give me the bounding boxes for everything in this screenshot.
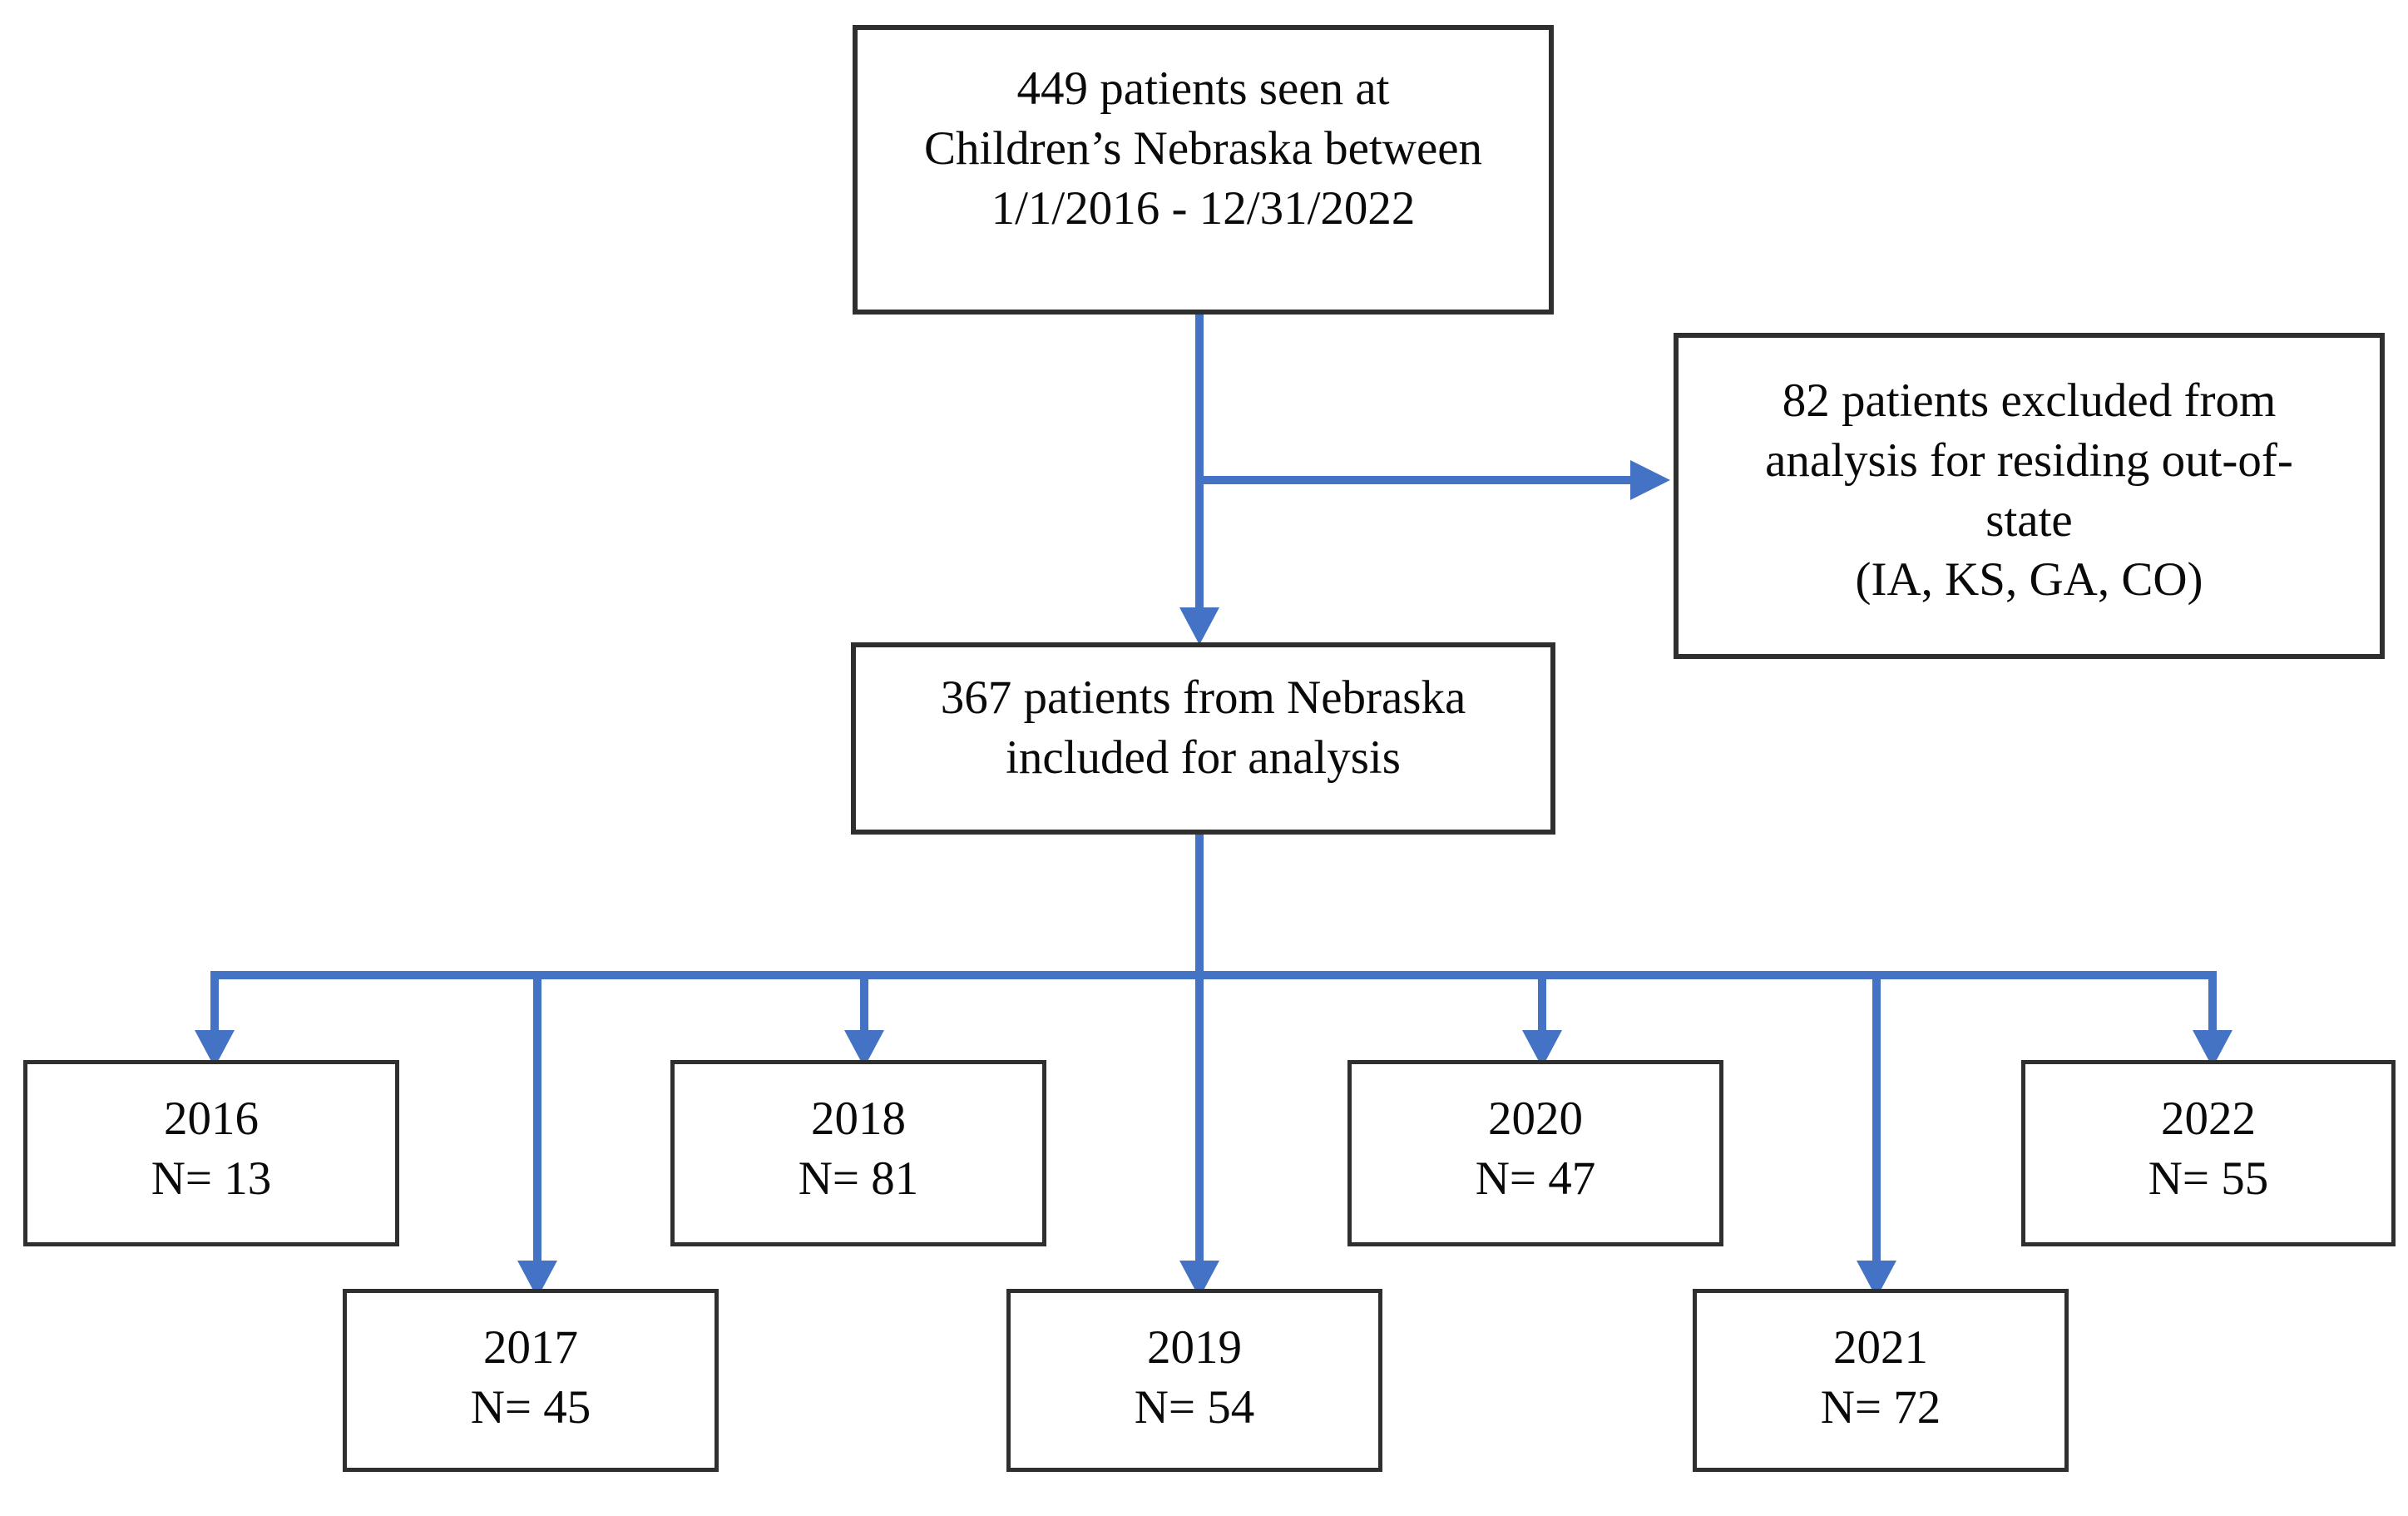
box-text-line: state bbox=[1985, 493, 2073, 547]
year-label: 2018 bbox=[811, 1092, 906, 1145]
box-included-patients: 367 patients from Nebraska included for … bbox=[851, 642, 1555, 835]
year-label: 2021 bbox=[1833, 1321, 1928, 1374]
box-year-2019: 2019 N= 54 bbox=[1006, 1289, 1382, 1472]
box-year-2018: 2018 N= 81 bbox=[670, 1060, 1046, 1246]
connector-total-to-included-shaft bbox=[1195, 315, 1204, 607]
box-text-line: Children’s Nebraska between bbox=[923, 121, 1483, 175]
connector-distributor-line bbox=[210, 971, 2217, 979]
arrowhead-down-icon bbox=[1179, 607, 1219, 645]
year-count: N= 72 bbox=[1820, 1380, 1941, 1434]
box-total-patients: 449 patients seen at Children’s Nebraska… bbox=[853, 25, 1554, 315]
box-text-line: included for analysis bbox=[1006, 731, 1401, 784]
connector-included-to-2019-shaft bbox=[1195, 835, 1204, 1261]
year-label: 2016 bbox=[164, 1092, 259, 1145]
box-text-line: 82 patients excluded from bbox=[1782, 374, 2277, 427]
connector-to-2018-shaft bbox=[860, 971, 868, 1030]
connector-to-2021-shaft bbox=[1872, 971, 1881, 1261]
connector-branch-to-excluded-shaft bbox=[1195, 476, 1630, 484]
year-count: N= 55 bbox=[2148, 1152, 2269, 1205]
box-year-2016: 2016 N= 13 bbox=[23, 1060, 399, 1246]
box-text-line: (IA, KS, GA, CO) bbox=[1855, 553, 2203, 607]
year-label: 2017 bbox=[483, 1321, 578, 1374]
connector-to-2020-shaft bbox=[1538, 971, 1546, 1030]
year-count: N= 47 bbox=[1475, 1152, 1596, 1205]
box-year-2020: 2020 N= 47 bbox=[1347, 1060, 1723, 1246]
box-text-line: 449 patients seen at bbox=[1016, 62, 1390, 115]
year-count: N= 45 bbox=[470, 1380, 591, 1434]
year-count: N= 81 bbox=[798, 1152, 919, 1205]
arrowhead-right-icon bbox=[1630, 460, 1670, 500]
connector-to-2017-shaft bbox=[533, 971, 541, 1261]
year-count: N= 13 bbox=[151, 1152, 272, 1205]
year-label: 2020 bbox=[1488, 1092, 1583, 1145]
box-excluded-patients: 82 patients excluded from analysis for r… bbox=[1674, 333, 2385, 659]
year-label: 2022 bbox=[2161, 1092, 2256, 1145]
connector-to-2022-shaft bbox=[2208, 971, 2217, 1030]
box-year-2017: 2017 N= 45 bbox=[343, 1289, 719, 1472]
year-count: N= 54 bbox=[1134, 1380, 1255, 1434]
year-label: 2019 bbox=[1147, 1321, 1242, 1374]
box-text-line: 1/1/2016 - 12/31/2022 bbox=[991, 181, 1416, 235]
connector-to-2016-shaft bbox=[210, 971, 219, 1030]
box-year-2022: 2022 N= 55 bbox=[2021, 1060, 2396, 1246]
box-year-2021: 2021 N= 72 bbox=[1693, 1289, 2069, 1472]
box-text-line: 367 patients from Nebraska bbox=[940, 671, 1466, 724]
box-text-line: analysis for residing out-of- bbox=[1765, 433, 2293, 487]
